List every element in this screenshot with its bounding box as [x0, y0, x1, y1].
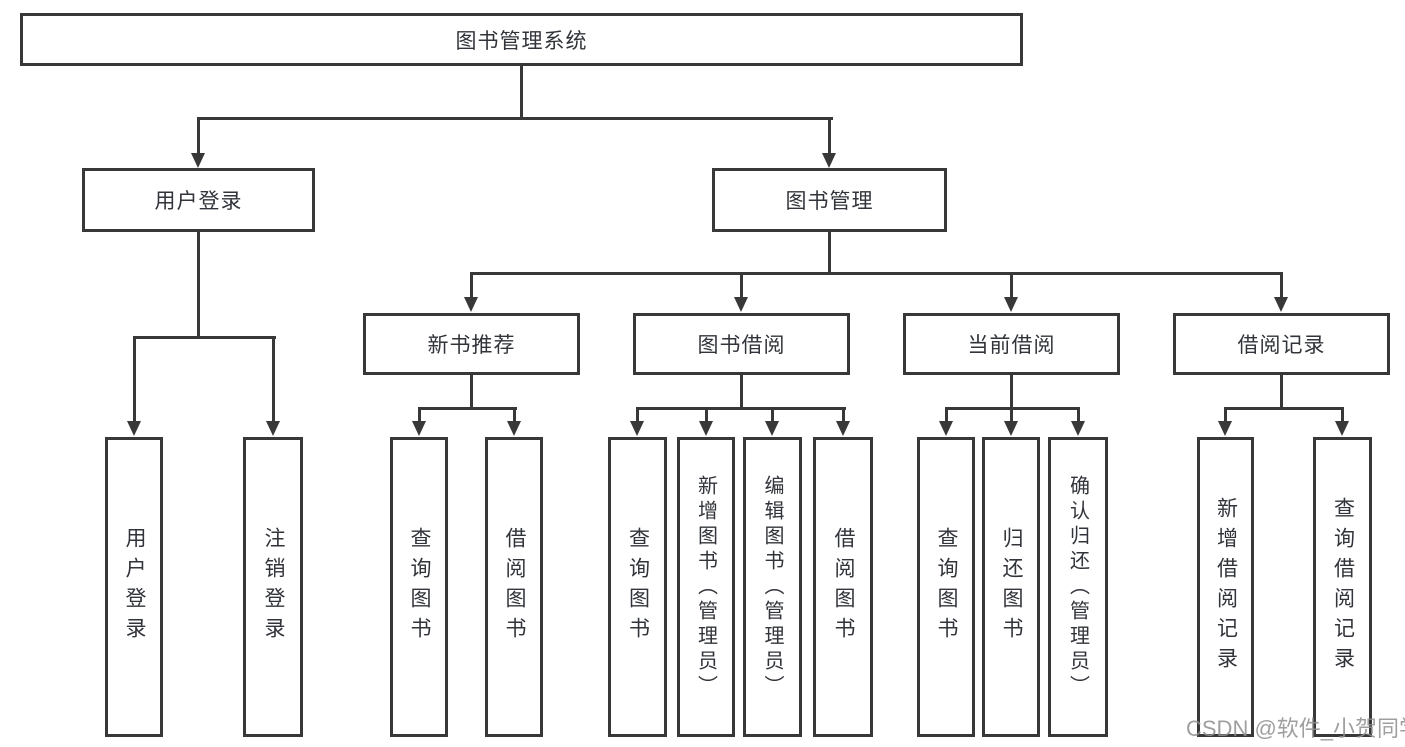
- edge-root-branch: [197, 117, 833, 120]
- edge-records-leaf2-drop: [1341, 407, 1344, 424]
- leaf-borrow-book: 借阅图书: [813, 437, 873, 737]
- node-root: 图书管理系统: [20, 13, 1023, 66]
- node-user-login: 用户登录: [82, 168, 315, 232]
- node-book-manage-label: 图书管理: [785, 190, 874, 213]
- leaf-edit-book-admin-label: 编辑图书（管理员）: [761, 474, 783, 700]
- leaf-add-borrow-record-label: 新增借阅记录: [1214, 497, 1238, 677]
- edge-borrow-stem: [740, 375, 743, 410]
- node-current-borrow-label: 当前借阅: [967, 334, 1056, 357]
- leaf-add-borrow-record: 新增借阅记录: [1197, 437, 1254, 737]
- leaf-recommend-borrow-book-label: 借阅图书: [503, 527, 526, 647]
- edge-records-branch: [1224, 407, 1344, 410]
- arrow-down-icon: [765, 421, 779, 436]
- arrow-down-icon: [191, 153, 205, 168]
- edge-manage-branch: [470, 272, 1283, 275]
- edge-current-stem: [1010, 375, 1013, 410]
- edge-records-stem: [1280, 375, 1283, 410]
- edge-root-manage-drop: [828, 117, 831, 155]
- leaf-recommend-borrow-book: 借阅图书: [485, 437, 543, 737]
- node-borrow-records-label: 借阅记录: [1237, 334, 1326, 357]
- arrow-down-icon: [836, 421, 850, 436]
- leaf-add-book-admin-label: 新增图书（管理员）: [694, 474, 717, 700]
- leaf-borrow-query-book: 查询图书: [608, 437, 667, 737]
- leaf-current-query-book: 查询图书: [917, 437, 975, 737]
- arrow-down-icon: [127, 421, 141, 436]
- edge-borrow-branch: [636, 407, 846, 410]
- node-book-borrow: 图书借阅: [633, 313, 850, 375]
- leaf-recommend-query-book: 查询图书: [390, 437, 448, 737]
- arrow-down-icon: [1335, 421, 1349, 436]
- node-book-borrow-label: 图书借阅: [697, 334, 786, 357]
- leaf-return-book: 归还图书: [982, 437, 1040, 737]
- node-borrow-records: 借阅记录: [1173, 313, 1390, 375]
- edge-manage-current-drop: [1010, 272, 1013, 300]
- arrow-down-icon: [939, 421, 953, 436]
- edge-manage-stem: [828, 232, 831, 275]
- edge-borrow-leaf4-drop: [842, 407, 845, 424]
- leaf-borrow-book-label: 借阅图书: [832, 527, 855, 647]
- leaf-user-login-label: 用户登录: [123, 527, 146, 647]
- arrow-down-icon: [1004, 297, 1018, 312]
- node-root-label: 图书管理系统: [455, 29, 588, 53]
- leaf-return-book-label: 归还图书: [1000, 527, 1023, 647]
- leaf-current-query-book-label: 查询图书: [935, 527, 958, 647]
- edge-recommend-branch: [418, 407, 517, 410]
- edge-current-leaf2-drop: [1010, 407, 1013, 424]
- arrow-down-icon: [1071, 421, 1085, 436]
- edge-borrow-leaf3-drop: [771, 407, 774, 424]
- csdn-watermark: CSDN @软件_小贺同学: [1186, 716, 1405, 741]
- edge-manage-borrow-drop: [740, 272, 743, 300]
- arrow-down-icon: [412, 421, 426, 436]
- leaf-add-book-admin: 新增图书（管理员）: [677, 437, 735, 737]
- arrow-down-icon: [464, 297, 478, 312]
- edge-root-login-drop: [197, 117, 200, 155]
- edge-login-leaf2-drop: [272, 336, 275, 424]
- arrow-down-icon: [822, 153, 836, 168]
- edge-records-leaf1-drop: [1224, 407, 1227, 424]
- edge-recommend-leaf2-drop: [513, 407, 516, 424]
- node-new-book-recommend-label: 新书推荐: [427, 334, 516, 357]
- node-user-login-label: 用户登录: [154, 190, 243, 213]
- leaf-edit-book-admin: 编辑图书（管理员）: [743, 437, 802, 737]
- leaf-user-login: 用户登录: [105, 437, 163, 737]
- edge-recommend-stem: [470, 375, 473, 410]
- leaf-recommend-query-book-label: 查询图书: [408, 527, 431, 647]
- edge-login-branch: [133, 336, 276, 339]
- leaf-confirm-return-admin: 确认归还（管理员）: [1048, 437, 1108, 737]
- node-current-borrow: 当前借阅: [903, 313, 1120, 375]
- edge-current-leaf3-drop: [1077, 407, 1080, 424]
- edge-manage-recommend-drop: [470, 272, 473, 300]
- arrow-down-icon: [699, 421, 713, 436]
- edge-login-leaf1-drop: [133, 336, 136, 424]
- edge-current-leaf1-drop: [945, 407, 948, 424]
- edge-manage-records-drop: [1280, 272, 1283, 300]
- edge-recommend-leaf1-drop: [418, 407, 421, 424]
- leaf-logout-label: 注销登录: [262, 527, 285, 647]
- leaf-query-borrow-record-label: 查询借阅记录: [1331, 497, 1355, 677]
- arrow-down-icon: [630, 421, 644, 436]
- arrow-down-icon: [734, 297, 748, 312]
- arrow-down-icon: [1004, 421, 1018, 436]
- arrow-down-icon: [266, 421, 280, 436]
- node-new-book-recommend: 新书推荐: [363, 313, 580, 375]
- leaf-logout: 注销登录: [243, 437, 303, 737]
- leaf-borrow-query-book-label: 查询图书: [626, 527, 650, 647]
- edge-borrow-leaf1-drop: [636, 407, 639, 424]
- leaf-confirm-return-admin-label: 确认归还（管理员）: [1066, 474, 1089, 700]
- arrow-down-icon: [1218, 421, 1232, 436]
- edge-login-stem: [197, 232, 200, 339]
- arrow-down-icon: [1274, 297, 1288, 312]
- leaf-query-borrow-record: 查询借阅记录: [1313, 437, 1372, 737]
- node-book-manage: 图书管理: [712, 168, 947, 232]
- arrow-down-icon: [507, 421, 521, 436]
- edge-borrow-leaf2-drop: [705, 407, 708, 424]
- edge-root-stem: [520, 64, 523, 120]
